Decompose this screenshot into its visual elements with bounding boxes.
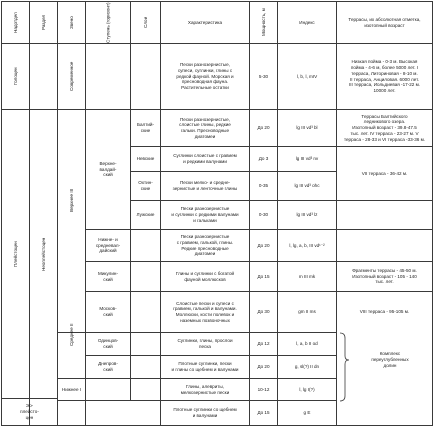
row-index: gm II ms <box>298 309 316 315</box>
row-desc: Пески разнозернистые и суглинки с редким… <box>171 206 239 223</box>
row-desc: Пески мелко- и средне- зернистые и ленто… <box>172 180 238 191</box>
row-divider <box>85 229 433 230</box>
row-index: g, sl(?) II dn <box>294 364 320 370</box>
row-desc: Суглинки, глины, прослои песка <box>177 338 233 349</box>
row-terrace: VIII терраса - 95-105 м. <box>359 309 410 315</box>
row-index: lg III vd³ bl <box>296 125 318 131</box>
row-thickness: До 20 <box>257 125 270 131</box>
row-terrace: Низкая пойма - 0-3 м. Высокая пойма - 4-… <box>348 59 421 93</box>
row-divider <box>57 378 336 379</box>
row-divider <box>57 400 336 401</box>
row-index: m III mk <box>298 273 316 279</box>
label-nizhnee: Нижнее I <box>61 386 82 392</box>
row-index: g E <box>303 410 311 416</box>
row-thickness: До 3 <box>258 156 269 162</box>
col-divider <box>29 1 30 426</box>
col-divider <box>57 1 58 426</box>
row-divider <box>130 171 336 172</box>
row-stage: Москов- ский <box>99 306 117 317</box>
table-border-bottom <box>1 425 433 426</box>
row-stage: Нижне- и средневал- дайский <box>95 236 121 254</box>
row-thickness: 10-12 <box>257 386 270 392</box>
row-index: l, lg, a, b, III vd¹⁻² <box>289 242 325 248</box>
row-desc: Глины, алевриты, мелкозернистые пески <box>180 383 230 395</box>
row-index: lg III vd³ ohc <box>294 183 320 189</box>
header-indeks: Индекс <box>299 19 315 25</box>
row-thickness: 5-30 <box>258 73 269 79</box>
row-layer: Балтий- ские <box>136 122 155 133</box>
row-thickness: До 15 <box>257 273 270 279</box>
row-desc: Пески разнозернистые с гравием, галькой,… <box>176 234 234 257</box>
col-divider <box>160 1 161 425</box>
row-divider <box>1 109 433 110</box>
row-desc: Пески разнозернистые, супеси, суглинки, … <box>176 62 234 91</box>
row-desc: Суглинки слоистые с гравием и редкими ва… <box>173 153 237 164</box>
table-border-left <box>1 1 2 426</box>
header-harakteristika: Характеристика <box>187 19 223 25</box>
table-border-right <box>432 1 433 426</box>
row-thickness: До 20 <box>257 242 270 248</box>
header-terrasy: Террасы, их абсолютная отметка, изотопны… <box>348 16 421 28</box>
row-index: lg III vd³ nv <box>295 156 319 162</box>
row-thickness: До 30 <box>257 309 270 315</box>
row-layer: Невские <box>136 156 155 162</box>
row-divider <box>130 200 433 201</box>
row-index: l, lg I(?) <box>299 386 315 392</box>
row-thickness: До 20 <box>257 364 270 370</box>
row-divider <box>57 332 336 333</box>
label-eopleistocen: Эо- плейсто- цен <box>20 403 39 420</box>
row-thickness: 0-30 <box>258 212 269 218</box>
col-divider <box>277 1 278 425</box>
row-stage: Верхне- валдай- ский <box>99 160 117 178</box>
row-terrace: Террасы Балтийского ледникового озера. И… <box>343 113 426 142</box>
row-divider <box>130 146 433 147</box>
col-divider <box>85 1 86 426</box>
row-layer: Лужские <box>136 212 155 218</box>
row-index: l, a, b II od <box>296 341 318 347</box>
row-thickness: До 15 <box>257 410 270 416</box>
row-terrace: VII терраса - 36-42 м. <box>361 170 408 176</box>
table-border-top <box>1 1 433 2</box>
row-layer: Охтин- ские <box>138 180 153 191</box>
row-divider <box>85 261 433 262</box>
row-divider <box>1 398 57 399</box>
row-thickness: До 12 <box>257 341 270 347</box>
row-thickness: 0-35 <box>258 183 269 189</box>
row-terrace: Фрагменты террасы - 45-50 м. Изотопный в… <box>352 267 417 285</box>
row-stage: Днепров- ский <box>98 361 118 372</box>
row-index: l, b, l, mIV <box>296 73 318 79</box>
header-divider <box>1 43 433 44</box>
row-index: lg III vd³ lz <box>296 212 318 218</box>
row-divider <box>85 291 433 292</box>
row-desc: Плотные суглинки, пески и глины со щебне… <box>171 361 239 372</box>
col-divider <box>336 1 337 425</box>
row-divider <box>85 355 336 356</box>
row-stage: Микулин- ский <box>98 270 118 282</box>
row-desc: Глины и суглинки с богатой фауной моллюс… <box>175 270 235 282</box>
row-desc: Плотные суглинки со щебнем и валунами <box>173 407 237 418</box>
row-stage: Одинцов- ский <box>97 338 119 349</box>
row-desc: Пески разнозернистые, слоистые глины, ре… <box>179 116 231 139</box>
col-divider <box>249 1 250 425</box>
row-desc: Слоистые пески и супеси с гравием, гальк… <box>173 300 237 323</box>
complex-note: Комплекс переуглубленных долин <box>371 351 409 368</box>
